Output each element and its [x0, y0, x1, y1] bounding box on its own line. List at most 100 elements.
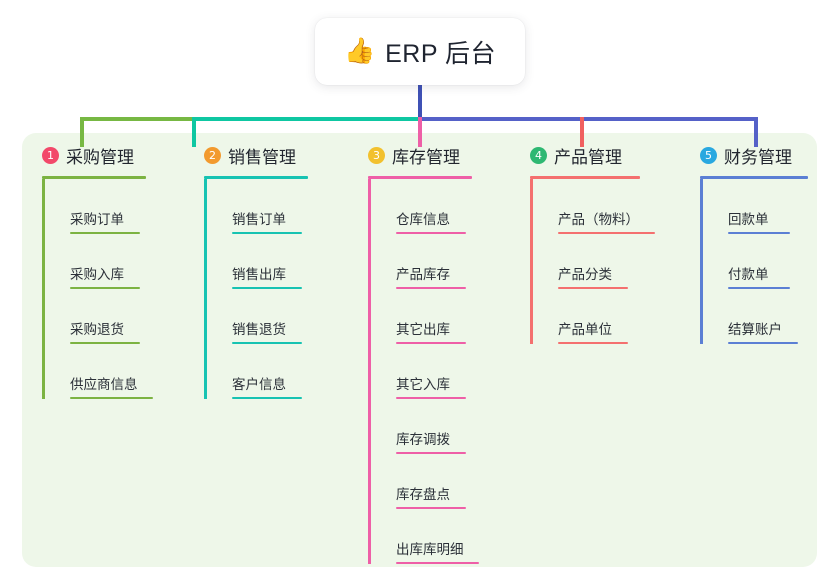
leaf-node[interactable]: 出库库明细 [368, 509, 479, 564]
leaf-node-label: 产品单位 [558, 322, 612, 337]
connector-trunk [418, 85, 422, 118]
connector-drop-2 [192, 117, 196, 147]
leaf-node-rule [396, 232, 466, 234]
diagram-panel [22, 133, 817, 567]
branch-header-rule-3 [368, 176, 472, 179]
branch-spine-1 [42, 179, 45, 399]
branch-header-rule-1 [42, 176, 146, 179]
root-node-content: 👍 ERP 后台 [344, 34, 496, 70]
leaf-node[interactable]: 产品单位 [530, 289, 655, 344]
branch-title-3: 库存管理 [392, 147, 460, 167]
leaf-node-rule [70, 342, 140, 344]
leaf-node-rule [396, 507, 466, 509]
leaf-node[interactable]: 采购入库 [42, 234, 153, 289]
branch-item-list-3: 仓库信息产品库存其它出库其它入库库存调拨库存盘点出库库明细 [368, 179, 479, 564]
leaf-node[interactable]: 产品（物料） [530, 179, 655, 234]
leaf-node-rule [70, 287, 140, 289]
leaf-node-rule [396, 397, 466, 399]
leaf-node[interactable]: 产品库存 [368, 234, 479, 289]
leaf-node[interactable]: 库存盘点 [368, 454, 479, 509]
connector-drop-5 [754, 117, 758, 147]
connector-drop-1 [80, 117, 84, 147]
leaf-node-label: 其它入库 [396, 377, 450, 392]
branch-column-2: 2 销售管理销售订单销售出库销售退货客户信息 [204, 142, 308, 399]
connector-bus-indigo [418, 117, 758, 121]
leaf-node[interactable]: 采购订单 [42, 179, 153, 234]
leaf-node-rule [232, 397, 302, 399]
leaf-node[interactable]: 付款单 [700, 234, 808, 289]
leaf-node-label: 采购订单 [70, 212, 124, 227]
branch-title-1: 采购管理 [66, 147, 134, 167]
branch-header-3[interactable]: 3 库存管理 [368, 142, 479, 168]
connector-bus-green [80, 117, 193, 121]
leaf-node-rule [558, 232, 655, 234]
branch-column-1: 1 采购管理采购订单采购入库采购退货供应商信息 [42, 142, 153, 399]
leaf-node-label: 出库库明细 [396, 542, 464, 557]
leaf-node[interactable]: 仓库信息 [368, 179, 479, 234]
branch-title-2: 销售管理 [228, 147, 296, 167]
leaf-node-rule [232, 342, 302, 344]
branch-item-list-2: 销售订单销售出库销售退货客户信息 [204, 179, 308, 399]
leaf-node[interactable]: 其它入库 [368, 344, 479, 399]
branch-column-3: 3 库存管理仓库信息产品库存其它出库其它入库库存调拨库存盘点出库库明细 [368, 142, 479, 564]
leaf-node-rule [558, 287, 628, 289]
branch-item-list-1: 采购订单采购入库采购退货供应商信息 [42, 179, 153, 399]
thumbs-up-icon: 👍 [343, 37, 376, 65]
branch-header-rule-5 [700, 176, 808, 179]
leaf-node-rule [558, 342, 628, 344]
root-node[interactable]: 👍 ERP 后台 [315, 18, 525, 85]
branch-header-rule-2 [204, 176, 308, 179]
branch-badge-1: 1 [42, 146, 59, 164]
branch-title-4: 产品管理 [554, 147, 622, 167]
leaf-node-rule [70, 397, 153, 399]
leaf-node-rule [232, 287, 302, 289]
branch-spine-4 [530, 179, 533, 344]
leaf-node-label: 库存盘点 [396, 487, 450, 502]
leaf-node-rule [396, 562, 479, 564]
leaf-node-rule [728, 232, 790, 234]
leaf-node-label: 产品库存 [396, 267, 450, 282]
leaf-node[interactable]: 销售订单 [204, 179, 308, 234]
branch-spine-3 [368, 179, 371, 564]
leaf-node[interactable]: 结算账户 [700, 289, 808, 344]
branch-spine-2 [204, 179, 207, 399]
leaf-node-rule [728, 287, 790, 289]
branch-title-5: 财务管理 [724, 147, 792, 167]
leaf-node[interactable]: 销售出库 [204, 234, 308, 289]
connector-drop-3 [418, 117, 422, 147]
leaf-node[interactable]: 销售退货 [204, 289, 308, 344]
leaf-node-label: 产品（物料） [558, 212, 639, 227]
leaf-node-rule [728, 342, 798, 344]
branch-item-list-5: 回款单付款单结算账户 [700, 179, 808, 344]
branch-header-2[interactable]: 2 销售管理 [204, 142, 308, 168]
branch-badge-3: 3 [368, 146, 385, 164]
leaf-node-label: 付款单 [728, 267, 769, 282]
leaf-node-label: 采购入库 [70, 267, 124, 282]
root-title: ERP 后台 [385, 39, 497, 68]
branch-header-1[interactable]: 1 采购管理 [42, 142, 153, 168]
leaf-node-label: 供应商信息 [70, 377, 138, 392]
leaf-node-rule [70, 232, 140, 234]
leaf-node-label: 采购退货 [70, 322, 124, 337]
leaf-node[interactable]: 库存调拨 [368, 399, 479, 454]
leaf-node-rule [396, 287, 466, 289]
leaf-node[interactable]: 回款单 [700, 179, 808, 234]
leaf-node-label: 产品分类 [558, 267, 612, 282]
leaf-node[interactable]: 供应商信息 [42, 344, 153, 399]
branch-badge-2: 2 [204, 146, 221, 164]
connector-bus-teal [192, 117, 420, 121]
leaf-node-rule [232, 232, 302, 234]
leaf-node-label: 仓库信息 [396, 212, 450, 227]
connector-drop-4 [580, 117, 584, 147]
leaf-node[interactable]: 其它出库 [368, 289, 479, 344]
leaf-node-label: 客户信息 [232, 377, 286, 392]
leaf-node-label: 库存调拨 [396, 432, 450, 447]
leaf-node[interactable]: 客户信息 [204, 344, 308, 399]
leaf-node[interactable]: 采购退货 [42, 289, 153, 344]
leaf-node-rule [396, 452, 466, 454]
leaf-node[interactable]: 产品分类 [530, 234, 655, 289]
